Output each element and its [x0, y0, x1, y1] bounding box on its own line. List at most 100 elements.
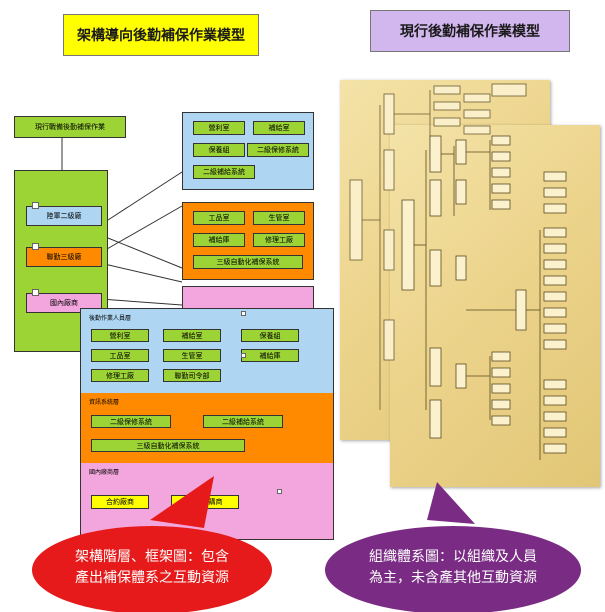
personnel-item: 補給庫 — [241, 349, 299, 362]
tier3-item: 生管室 — [253, 211, 305, 225]
left-callout-line: 產出補保體系之互動資源 — [32, 568, 272, 589]
org-node — [492, 384, 510, 393]
tier-label-army: 陸軍二級廠 — [26, 206, 102, 226]
tier2-item: 補給室 — [253, 121, 305, 135]
org-node — [464, 126, 490, 134]
personnel-item: 工品室 — [91, 349, 149, 362]
tier3-item: 修理工廠 — [253, 233, 305, 247]
left-callout-text: 架構階層、框架圖：包含 產出補保體系之互動資源 — [32, 547, 272, 589]
org-node — [456, 140, 466, 164]
connector-line — [100, 263, 182, 282]
org-node — [544, 308, 566, 317]
org-node — [464, 94, 490, 102]
info-system-layer: 資訊系統層 二級保修系統 二級補給系統 三級自動化補保系統 — [81, 393, 333, 463]
org-node — [434, 102, 460, 110]
org-node — [384, 150, 394, 190]
callout-pointer — [150, 476, 214, 528]
tier2-item: 二級保修系統 — [247, 143, 309, 157]
left-callout-bubble — [0, 470, 300, 612]
left-title-text: 架構導向後勤補保作業模型 — [77, 25, 245, 45]
org-node — [492, 84, 526, 96]
right-title: 現行後勤補保作業模型 — [370, 10, 570, 52]
org-node — [456, 364, 466, 388]
connector-line — [100, 299, 182, 305]
right-callout-line: 組織體系圖：以組織及人員 — [333, 547, 573, 568]
org-node — [492, 416, 510, 425]
org-node — [492, 152, 510, 161]
org-node — [430, 250, 441, 286]
personnel-item: 聯勤司令部 — [163, 369, 221, 382]
org-node — [544, 412, 566, 421]
tier3-box: 工品室 生管室 補給庫 修理工廠 三級自動化補保系統 — [182, 202, 314, 280]
org-node — [434, 118, 460, 126]
org-node — [430, 180, 441, 216]
info-system-item: 二級補給系統 — [203, 415, 283, 428]
connector-line — [100, 206, 182, 253]
org-node — [492, 136, 510, 145]
org-node — [516, 290, 526, 330]
right-callout-line: 為主，未含產其他互動資源 — [333, 568, 573, 589]
org-node — [544, 340, 566, 349]
org-node — [430, 400, 441, 438]
right-callout-bubble — [305, 470, 605, 612]
personnel-item: 生管室 — [163, 349, 221, 362]
org-node — [430, 136, 441, 172]
org-node — [492, 168, 510, 177]
tier3-item: 補給庫 — [193, 233, 245, 247]
personnel-item: 修理工廠 — [91, 369, 149, 382]
org-node — [544, 172, 566, 181]
org-node — [402, 200, 414, 290]
layer-marker — [241, 353, 246, 358]
org-node — [544, 188, 566, 197]
org-node — [544, 324, 566, 333]
personnel-item: 營利室 — [91, 329, 149, 342]
right-title-text: 現行後勤補保作業模型 — [400, 21, 540, 41]
left-title: 架構導向後勤補保作業模型 — [63, 14, 259, 56]
org-node — [544, 276, 566, 285]
org-chart-images — [340, 80, 602, 490]
org-node — [492, 184, 510, 193]
org-node — [456, 256, 466, 280]
callout-pointer — [427, 482, 475, 524]
org-node — [544, 444, 566, 453]
personnel-item: 保養組 — [241, 329, 299, 342]
org-node — [544, 204, 566, 213]
org-node — [434, 86, 460, 94]
org-node — [492, 352, 510, 361]
personnel-layer: 後勤作業人員層 營利室 補給室 保養組 工品室 生管室 補給庫 修理工廠 聯勤司… — [81, 309, 333, 393]
tier3-item: 工品室 — [193, 211, 245, 225]
org-node — [350, 180, 362, 260]
org-node — [544, 292, 566, 301]
tier2-item: 營利室 — [193, 121, 245, 135]
org-node — [492, 200, 510, 209]
tier2-box: 營利室 補給室 保養組 二級保修系統 二級補給系統 — [182, 112, 314, 190]
tier-marker — [32, 202, 39, 209]
layer-marker — [241, 311, 246, 316]
right-callout-text: 組織體系圖：以組織及人員 為主，未含產其他互動資源 — [333, 547, 573, 589]
org-node — [384, 230, 394, 270]
tier-marker — [32, 243, 39, 250]
tier-label-combined: 聯勤三級廠 — [26, 247, 102, 267]
org-node — [544, 380, 566, 389]
org-node — [544, 260, 566, 269]
tier2-item: 保養組 — [193, 143, 245, 157]
org-node — [464, 110, 490, 118]
info-system-layer-title: 資訊系統層 — [89, 397, 119, 406]
tier2-item: 二級補給系統 — [193, 165, 255, 179]
personnel-item: 補給室 — [163, 329, 221, 342]
org-node — [544, 428, 566, 437]
org-node — [384, 320, 394, 360]
current-logistics-box: 現行戰備後勤補保作業 — [14, 116, 126, 138]
org-node — [492, 368, 510, 377]
org-node — [544, 228, 566, 237]
left-callout-line: 架構階層、框架圖：包含 — [32, 547, 272, 568]
org-node — [456, 180, 466, 204]
info-system-item: 二級保修系統 — [91, 415, 171, 428]
org-node — [430, 348, 441, 386]
org-node — [384, 94, 394, 134]
tier-marker — [32, 289, 39, 296]
info-system-item: 三級自動化補保系統 — [91, 439, 245, 452]
tier3-item: 三級自動化補保系統 — [193, 255, 303, 269]
org-node — [492, 400, 510, 409]
personnel-layer-title: 後勤作業人員層 — [89, 313, 131, 322]
